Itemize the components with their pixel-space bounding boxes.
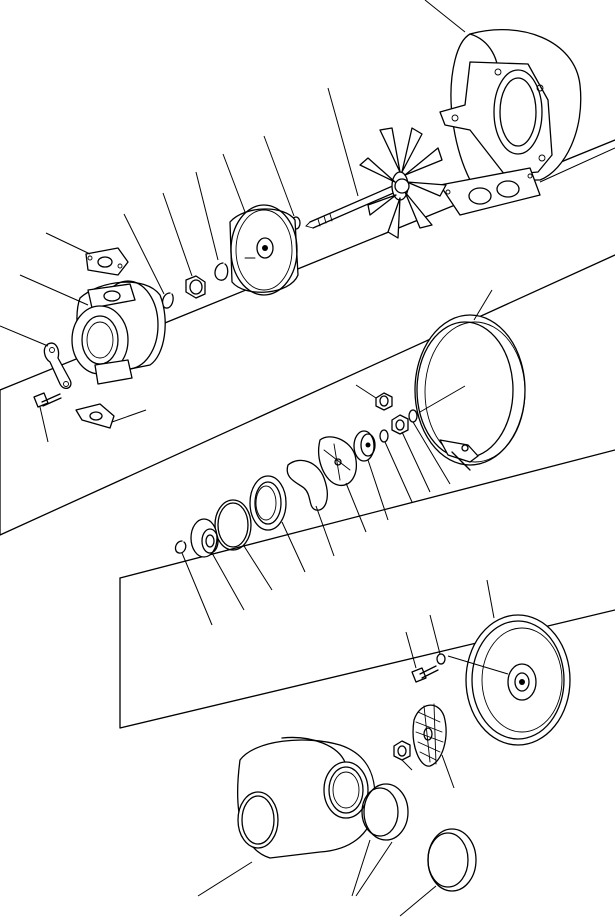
- leader-snap-ring: [195, 171, 219, 261]
- gasket-icon: [439, 167, 541, 216]
- leader-v-band-clamp: [473, 289, 493, 321]
- leader-compressor-housing: [197, 861, 253, 897]
- leader-shaft-washer: [412, 421, 451, 485]
- leader-hose-b: [355, 841, 393, 897]
- washer-icon: [408, 409, 418, 423]
- nut-icon: [185, 275, 206, 299]
- washer-icon: [436, 653, 446, 665]
- o-ring-icon: [214, 499, 252, 551]
- leader-bolt: [39, 406, 49, 443]
- ring-icon: [174, 540, 187, 554]
- turbine-housing-icon: [439, 28, 582, 181]
- bolt-icon: [33, 392, 62, 408]
- bearing-icon: [318, 436, 357, 487]
- leader-hose-a: [351, 839, 371, 897]
- leader-lock-plate: [0, 325, 49, 347]
- leader-compressor-wheel: [441, 754, 455, 789]
- nut-icon: [375, 392, 393, 411]
- compressor-wheel-icon: [412, 703, 447, 767]
- clamp-icon: [414, 314, 526, 471]
- backplate-icon: [465, 614, 571, 746]
- leader-cap: [399, 885, 437, 917]
- leader-left-ring: [181, 552, 213, 626]
- leader-backplate-bolt: [405, 631, 417, 669]
- collar-icon: [353, 430, 376, 462]
- leader-retaining-ring: [123, 213, 165, 295]
- leader-turbine-wheel: [327, 87, 359, 197]
- leader-heat-shield: [222, 153, 246, 213]
- gasket-icon: [85, 247, 129, 276]
- leader-turbine-housing: [424, 0, 466, 33]
- leader-compressor-nut: [401, 759, 413, 771]
- leader-shaft-nut: [401, 431, 431, 493]
- leader-thrust-spacer: [211, 552, 245, 611]
- plate-icon: [249, 475, 287, 531]
- leader-oil-deflector: [315, 505, 335, 557]
- turbine-wheel-icon: [305, 127, 447, 239]
- leader-clamp-center: [419, 385, 466, 413]
- leader-o-ring: [243, 545, 273, 591]
- gasket-icon: [75, 403, 115, 429]
- ring-icon: [379, 429, 389, 443]
- cap-icon: [427, 828, 477, 892]
- plate-icon: [43, 342, 72, 389]
- nut-icon: [393, 740, 411, 761]
- leader-clamp-nut: [355, 384, 377, 399]
- hose-icon: [361, 783, 409, 841]
- deflector-icon: [286, 459, 328, 511]
- leader-thrust-bearing: [345, 482, 367, 533]
- spacer-icon: [190, 518, 219, 558]
- leader-backplate-washer: [429, 614, 441, 655]
- leader-shaft-ring: [384, 441, 413, 503]
- compressor-housing-icon: [237, 736, 376, 859]
- leader-piston-ring: [263, 135, 295, 217]
- leader-backplate: [486, 579, 495, 619]
- leader-center-housing: [19, 274, 89, 306]
- leader-backplate-hole: [447, 655, 509, 675]
- leader-gasket: [539, 147, 615, 183]
- leader-nut: [162, 192, 193, 277]
- shield-plate-icon: [229, 204, 299, 296]
- ring-icon: [214, 262, 229, 281]
- leader-oil-inlet-gasket: [45, 232, 91, 255]
- bolt-icon: [411, 665, 439, 683]
- leader-thrust-collar: [367, 459, 389, 521]
- nut-icon: [391, 414, 409, 435]
- bearing-housing-icon: [71, 280, 166, 385]
- leader-seal-plate: [281, 521, 306, 573]
- leader-oil-outlet-gasket: [111, 409, 147, 423]
- ring-icon: [161, 292, 174, 309]
